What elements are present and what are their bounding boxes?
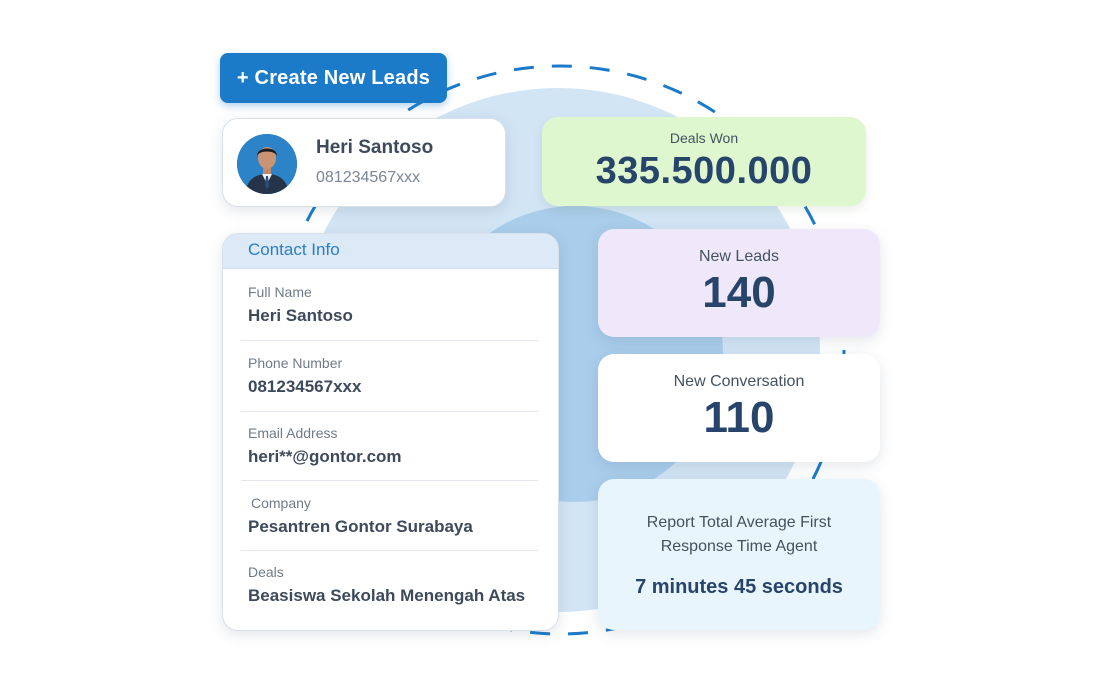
new-conversation-label: New Conversation: [673, 373, 805, 390]
response-time-report-card: Report Total Average First Response Time…: [598, 479, 880, 630]
person-avatar-icon: [237, 134, 297, 194]
new-leads-label: New Leads: [698, 248, 780, 265]
field-label: Phone Number: [248, 355, 343, 371]
divider: [241, 411, 538, 412]
avatar: [237, 134, 297, 194]
divider: [241, 550, 538, 551]
field-label: Deals: [248, 564, 284, 580]
field-full-name: Full Name Heri Santoso: [248, 284, 538, 326]
lead-profile-card[interactable]: Heri Santoso 081234567xxx: [222, 118, 506, 207]
deals-won-label: Deals Won: [669, 130, 739, 146]
field-deals: Deals Beasiswa Sekolah Menengah Atas: [248, 564, 538, 606]
field-label: Company: [251, 495, 311, 511]
profile-phone: 081234567xxx: [316, 169, 421, 186]
field-value: 081234567xxx: [248, 377, 362, 396]
create-new-leads-label: + Create New Leads: [236, 66, 431, 89]
field-value: Pesantren Gontor Surabaya: [248, 517, 473, 536]
deals-won-value: 335.500.000: [595, 150, 813, 192]
field-email-address: Email Address heri**@gontor.com: [248, 425, 538, 467]
field-company: Company Pesantren Gontor Surabaya: [248, 495, 538, 537]
response-time-report-value: 7 minutes 45 seconds: [635, 575, 843, 598]
profile-name: Heri Santoso: [316, 137, 434, 158]
new-leads-value: 140: [702, 268, 776, 317]
new-conversation-card: New Conversation 110: [598, 354, 880, 462]
new-leads-card: New Leads 140: [598, 229, 880, 337]
response-time-report-label: Report Total Average First Response Time…: [646, 513, 832, 555]
field-label: Email Address: [248, 425, 338, 441]
divider: [241, 480, 538, 481]
field-value: Heri Santoso: [248, 306, 353, 325]
divider: [241, 340, 538, 341]
contact-info-card: Contact Info Full Name Heri Santoso Phon…: [222, 233, 559, 631]
create-new-leads-button[interactable]: + Create New Leads: [220, 53, 447, 103]
field-phone-number: Phone Number 081234567xxx: [248, 355, 538, 397]
contact-info-title: Contact Info: [223, 234, 558, 269]
field-value: Beasiswa Sekolah Menengah Atas: [248, 586, 526, 605]
new-conversation-value: 110: [703, 393, 775, 442]
field-label: Full Name: [248, 284, 312, 300]
deals-won-card: Deals Won 335.500.000: [542, 117, 866, 206]
field-value: heri**@gontor.com: [248, 447, 402, 466]
